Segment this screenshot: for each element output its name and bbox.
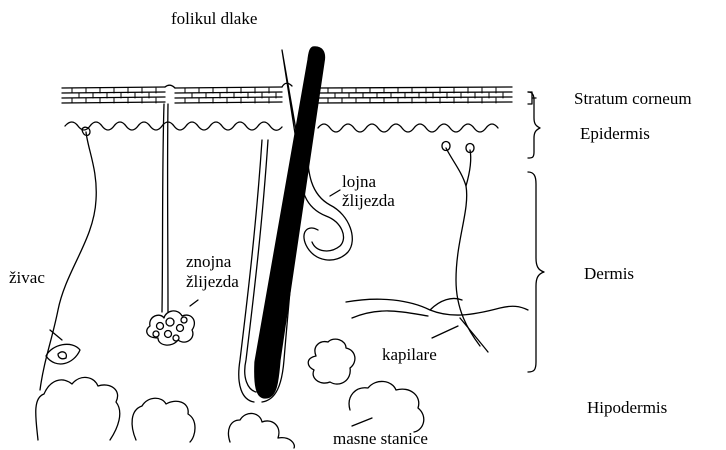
hair-follicle-label: folikul dlake (171, 9, 257, 29)
sebaceous-gland-label-line2: žlijezda (342, 191, 395, 211)
sweat-gland (147, 104, 195, 345)
capillaries (346, 298, 528, 352)
capillaries-label: kapilare (382, 345, 437, 365)
capillaries-pointer (432, 326, 458, 338)
stratum-corneum-label: Stratum corneum (574, 89, 692, 109)
dermis-bracket (528, 172, 544, 372)
sweat-gland-label-line1: znojna (186, 252, 231, 272)
sebaceous-gland-label-line1: lojna (342, 172, 376, 192)
nerve (40, 127, 96, 390)
sebaceous-gland-pointer (330, 190, 340, 196)
epidermis-basal-line (65, 122, 498, 132)
epidermis-bracket (528, 92, 540, 158)
epidermis-label: Epidermis (580, 124, 650, 144)
fat-cells-pointer (352, 418, 372, 426)
sweat-gland-pointer (190, 300, 198, 306)
sweat-gland-label-line2: žlijezda (186, 272, 239, 292)
fat-cells-label: masne stanice (333, 429, 428, 449)
hypodermis-label: Hipodermis (587, 398, 667, 418)
nerve-label: živac (9, 268, 45, 288)
dermis-label: Dermis (584, 264, 634, 284)
